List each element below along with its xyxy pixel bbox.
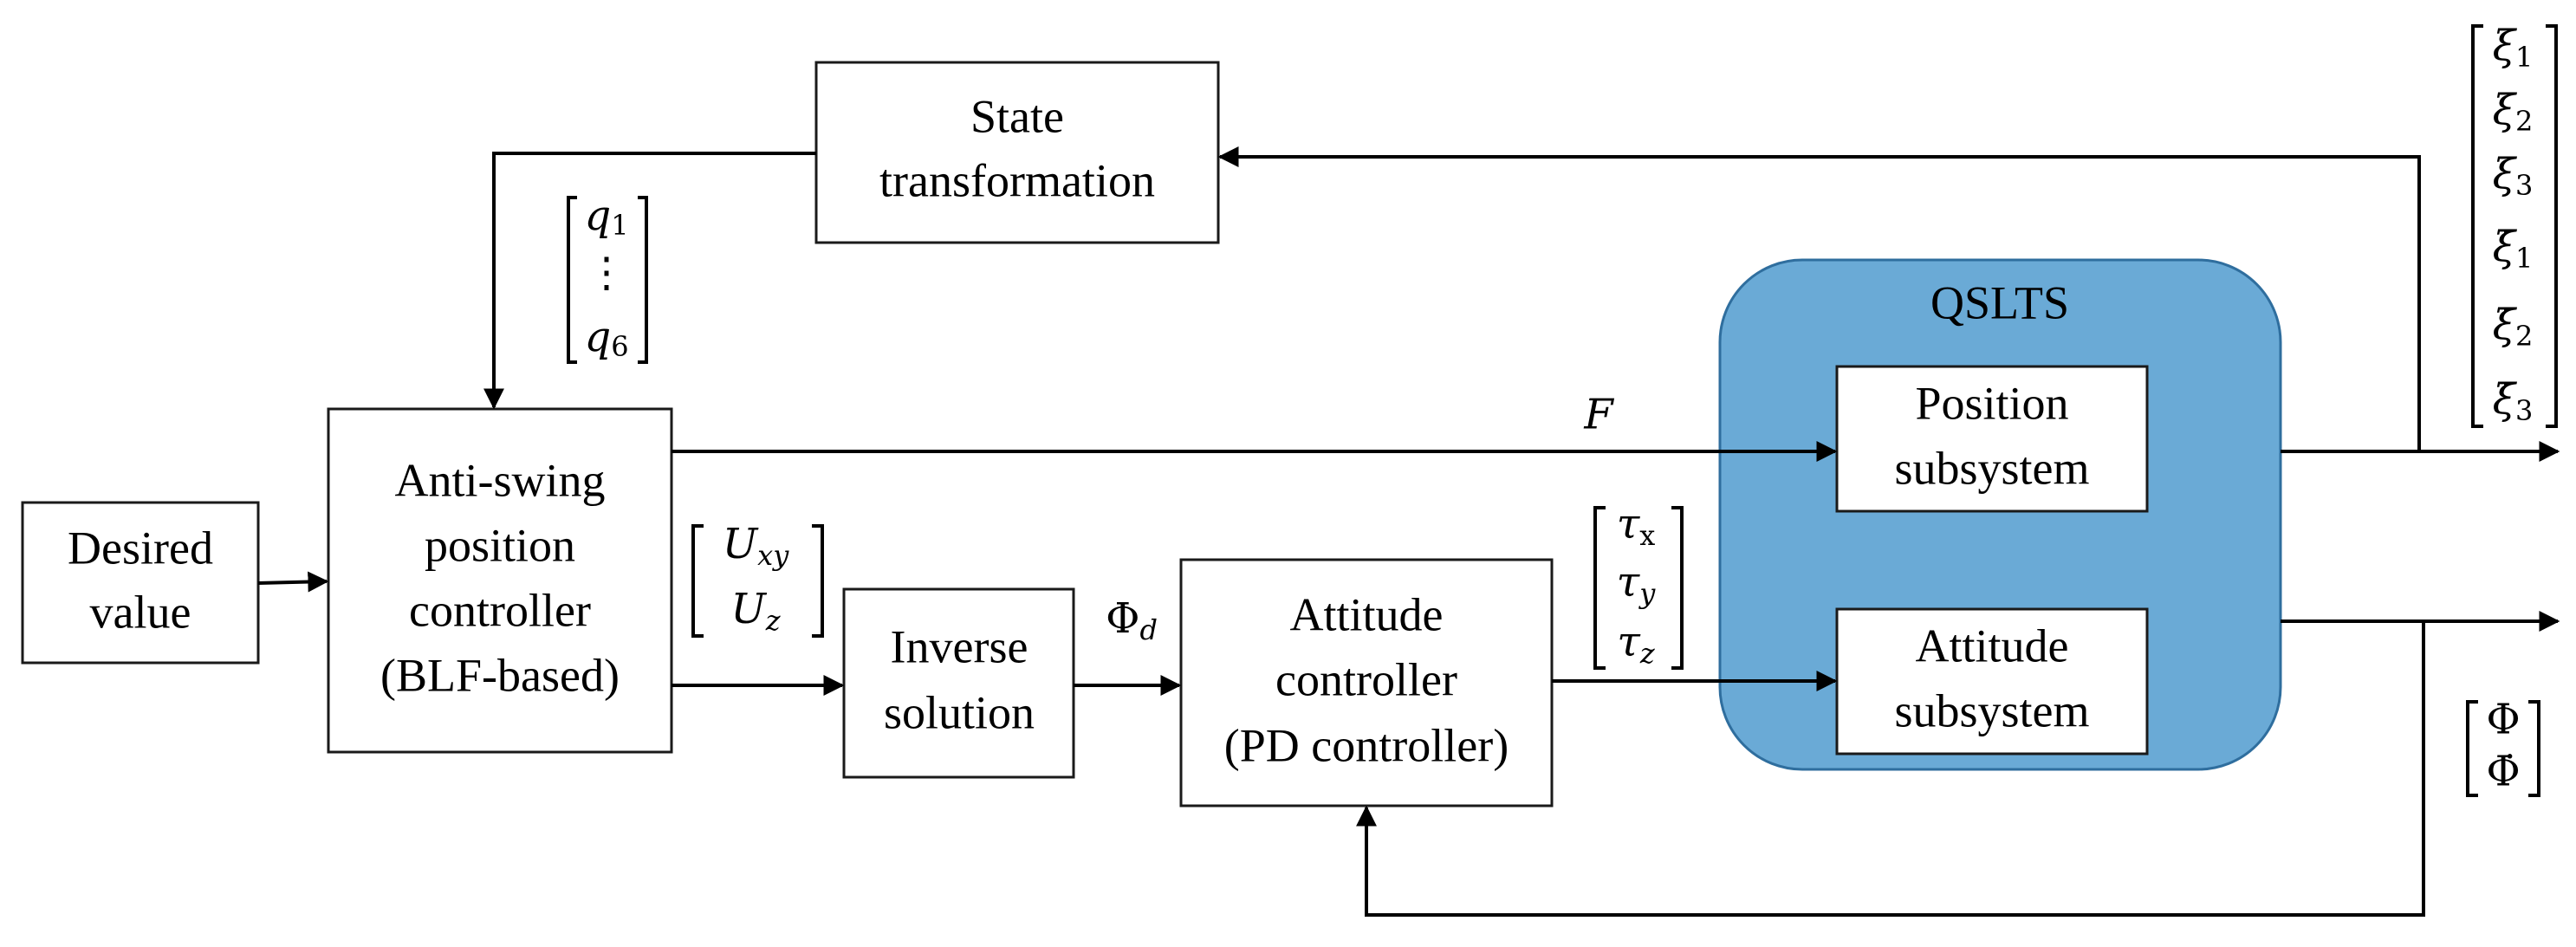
phi-feedback-arrow (1356, 621, 2425, 917)
q-vector-label: q1 ⋮ q6 (567, 191, 648, 364)
desired-to-antiswing-arrow (257, 571, 329, 593)
force-label: F (1583, 391, 1614, 439)
xi-feedback-arrow (1217, 146, 2421, 451)
state-to-antiswing-arrow (483, 152, 816, 410)
svg-text:transformation: transformation (879, 154, 1155, 206)
svg-text:Desired: Desired (68, 522, 213, 574)
svg-text:Position: Position (1915, 377, 2068, 429)
svg-text:ξ3: ξ3 (2493, 150, 2534, 202)
tau-vector-label: τx τy τz (1593, 500, 1684, 670)
svg-text:Uz: Uz (730, 585, 781, 637)
phi-d-label: Φd (1106, 594, 1158, 646)
svg-text:ξ̇1: ξ̇1 (2493, 223, 2534, 275)
svg-text:Uxy: Uxy (723, 520, 790, 572)
anti-swing-controller-block: Anti-swing position controller (BLF-base… (327, 407, 673, 754)
svg-text:(BLF-based): (BLF-based) (380, 649, 620, 701)
svg-text:τx: τx (1617, 500, 1656, 552)
qslts-label: QSLTS (1930, 276, 2069, 328)
svg-text:Inverse: Inverse (891, 620, 1028, 672)
svg-text:(PD controller): (PD controller) (1224, 719, 1509, 771)
svg-text:State: State (970, 90, 1064, 142)
svg-text:controller: controller (409, 584, 591, 636)
svg-text:ξ2: ξ2 (2493, 86, 2534, 138)
state-transformation-block: State transformation (814, 61, 1220, 244)
svg-text:Anti-swing: Anti-swing (395, 454, 606, 506)
svg-text:value: value (90, 586, 191, 638)
svg-text:⋮: ⋮ (586, 249, 627, 297)
inverse-solution-block: Inverse solution (842, 587, 1075, 779)
svg-text:τz: τz (1617, 618, 1656, 670)
svg-text:subsystem: subsystem (1894, 442, 2089, 494)
position-subsystem-block: Position subsystem (1835, 365, 2149, 513)
svg-text:Φ̇: Φ̇ (2486, 748, 2520, 796)
xi-vector-label: ξ1 ξ2 ξ3 ξ̇1 ξ̇2 ξ̇3 (2471, 22, 2558, 428)
svg-text:solution: solution (884, 686, 1035, 738)
svg-text:ξ1: ξ1 (2493, 22, 2534, 74)
svg-text:τy: τy (1617, 558, 1657, 610)
attitude-subsystem-block: Attitude subsystem (1835, 607, 2149, 756)
phi-vector-label: Φ Φ̇ (2466, 696, 2540, 797)
svg-text:Attitude: Attitude (1290, 588, 1444, 640)
u-vector-label: Uxy Uz (691, 520, 824, 638)
svg-text:q6: q6 (584, 313, 628, 363)
desired-value-block: Desired value (21, 501, 260, 665)
svg-text:ξ̇3: ξ̇3 (2493, 375, 2534, 427)
svg-text:q1: q1 (584, 191, 628, 242)
svg-text:ξ̇2: ξ̇2 (2493, 301, 2534, 353)
svg-text:position: position (425, 519, 575, 571)
svg-text:Φ: Φ (2486, 696, 2520, 744)
svg-text:controller: controller (1275, 653, 1457, 705)
attitude-controller-block: Attitude controller (PD controller) (1179, 558, 1554, 808)
svg-text:Attitude: Attitude (1916, 619, 2069, 671)
svg-text:subsystem: subsystem (1894, 684, 2089, 736)
